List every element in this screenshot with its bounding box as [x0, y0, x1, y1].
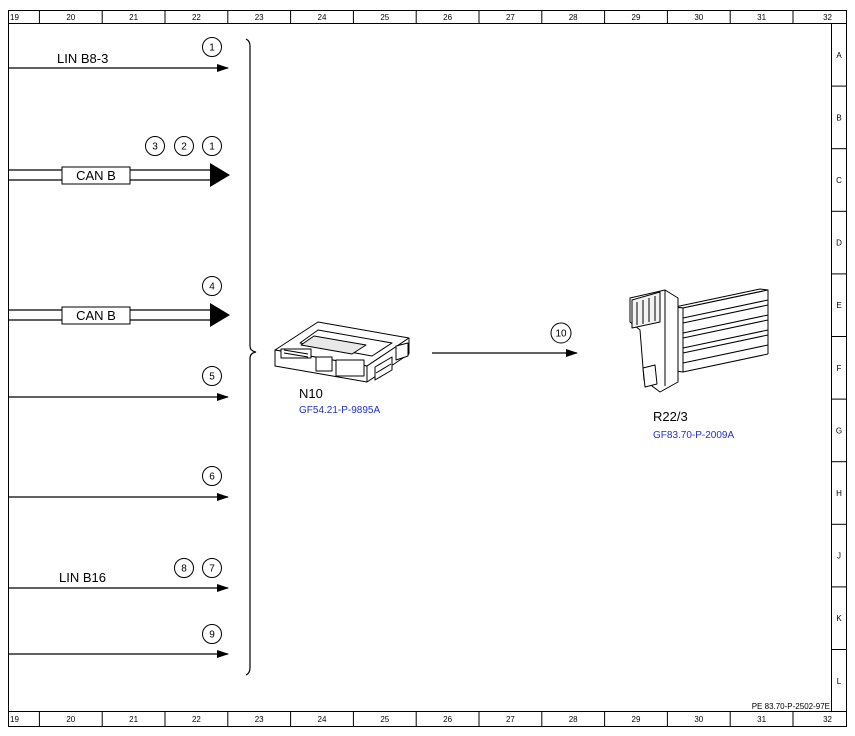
row-label-E: E [836, 301, 841, 310]
bus-arrow [210, 163, 230, 187]
signal-6: 6 [9, 466, 229, 501]
column-label-25: 25 [380, 715, 389, 724]
component-ref-n10[interactable]: GF54.21-P-9895A [299, 405, 380, 416]
callout-2: 2 [174, 136, 194, 156]
bus-arrow [210, 303, 230, 327]
svg-text:9: 9 [209, 630, 215, 641]
column-label-29: 29 [632, 13, 641, 22]
column-label-24: 24 [318, 13, 327, 22]
row-labels-right: A B C D E F G H J K L [831, 51, 846, 686]
column-label-29: 29 [632, 715, 641, 724]
column-label-22: 22 [192, 715, 201, 724]
signal-5: 5 [9, 366, 229, 401]
component-id-r22-3: R22/3 [653, 409, 688, 424]
column-label-24: 24 [318, 715, 327, 724]
component-ref-r22-3[interactable]: GF83.70-P-2009A [653, 430, 734, 441]
sheet-frame [8, 10, 847, 727]
control-unit-icon [274, 321, 410, 383]
signal-label-lin-b16: LIN B16 [59, 570, 106, 585]
signal-label-lin-b8-3: LIN B8-3 [57, 51, 108, 66]
column-labels-bottom: 19 20 21 22 23 24 25 26 27 28 29 30 31 32 [10, 711, 833, 726]
column-label-22: 22 [192, 13, 201, 22]
row-label-K: K [836, 614, 842, 623]
svg-text:6: 6 [209, 472, 215, 483]
svg-text:3: 3 [152, 142, 158, 153]
row-label-J: J [837, 552, 841, 561]
document-id: PE 83.70-P-2502-97E [752, 702, 830, 711]
heater-element-icon [629, 288, 769, 393]
svg-text:7: 7 [209, 564, 215, 575]
column-label-27: 27 [506, 715, 515, 724]
row-label-D: D [836, 239, 842, 248]
svg-text:1: 1 [209, 43, 215, 54]
svg-text:2: 2 [181, 142, 187, 153]
svg-text:1: 1 [209, 142, 215, 153]
column-label-21: 21 [129, 715, 138, 724]
column-label-25: 25 [380, 13, 389, 22]
callout-5: 5 [202, 366, 222, 386]
signal-label-can-b: CAN B [76, 308, 116, 323]
column-label-32: 32 [823, 715, 832, 724]
column-label-30: 30 [694, 13, 703, 22]
row-label-H: H [836, 489, 842, 498]
callout-1: 1 [202, 136, 222, 156]
column-label-28: 28 [569, 13, 578, 22]
svg-text:4: 4 [209, 282, 215, 293]
svg-text:5: 5 [209, 372, 215, 383]
signal-can-b-2: CAN B 4 [9, 276, 230, 327]
column-label-19: 19 [10, 715, 19, 724]
row-label-B: B [836, 113, 841, 122]
column-label-23: 23 [255, 715, 264, 724]
bus-label-box [61, 306, 131, 325]
column-label-19: 19 [10, 13, 19, 22]
callout-3: 3 [145, 136, 165, 156]
column-label-20: 20 [66, 715, 75, 724]
row-label-F: F [837, 364, 842, 373]
callout-4: 4 [202, 276, 222, 296]
column-label-27: 27 [506, 13, 515, 22]
row-label-L: L [837, 677, 842, 686]
callout-6: 6 [202, 466, 222, 486]
column-label-28: 28 [569, 715, 578, 724]
column-label-26: 26 [443, 13, 452, 22]
column-label-31: 31 [757, 13, 766, 22]
signal-label-can-b: CAN B [76, 168, 116, 183]
column-label-32: 32 [823, 13, 832, 22]
row-label-C: C [836, 176, 842, 185]
link-n10-r22-3: 10 [432, 322, 578, 357]
signal-can-b-1: CAN B 3 2 1 [9, 136, 230, 187]
column-label-30: 30 [694, 715, 703, 724]
callout-8: 8 [174, 558, 194, 578]
column-label-26: 26 [443, 715, 452, 724]
signal-lin-b8-3: LIN B8-3 1 [9, 37, 229, 72]
column-label-20: 20 [66, 13, 75, 22]
callout-1: 1 [202, 37, 222, 57]
signal-9: 9 [9, 624, 229, 658]
bus-label-box [61, 166, 131, 185]
svg-text:8: 8 [181, 564, 187, 575]
component-id-n10: N10 [299, 386, 323, 401]
column-label-23: 23 [255, 13, 264, 22]
signal-lin-b16: LIN B16 8 7 [9, 558, 229, 592]
callout-7: 7 [202, 558, 222, 578]
column-label-31: 31 [757, 715, 766, 724]
grouping-brace [245, 38, 257, 676]
column-label-21: 21 [129, 13, 138, 22]
column-labels-top: 19 20 21 22 23 24 25 26 27 28 29 30 31 32 [10, 11, 833, 23]
svg-text:10: 10 [555, 329, 567, 340]
row-label-A: A [836, 51, 842, 60]
callout-9: 9 [202, 624, 222, 644]
callout-10: 10 [550, 322, 572, 344]
row-label-G: G [836, 426, 842, 435]
